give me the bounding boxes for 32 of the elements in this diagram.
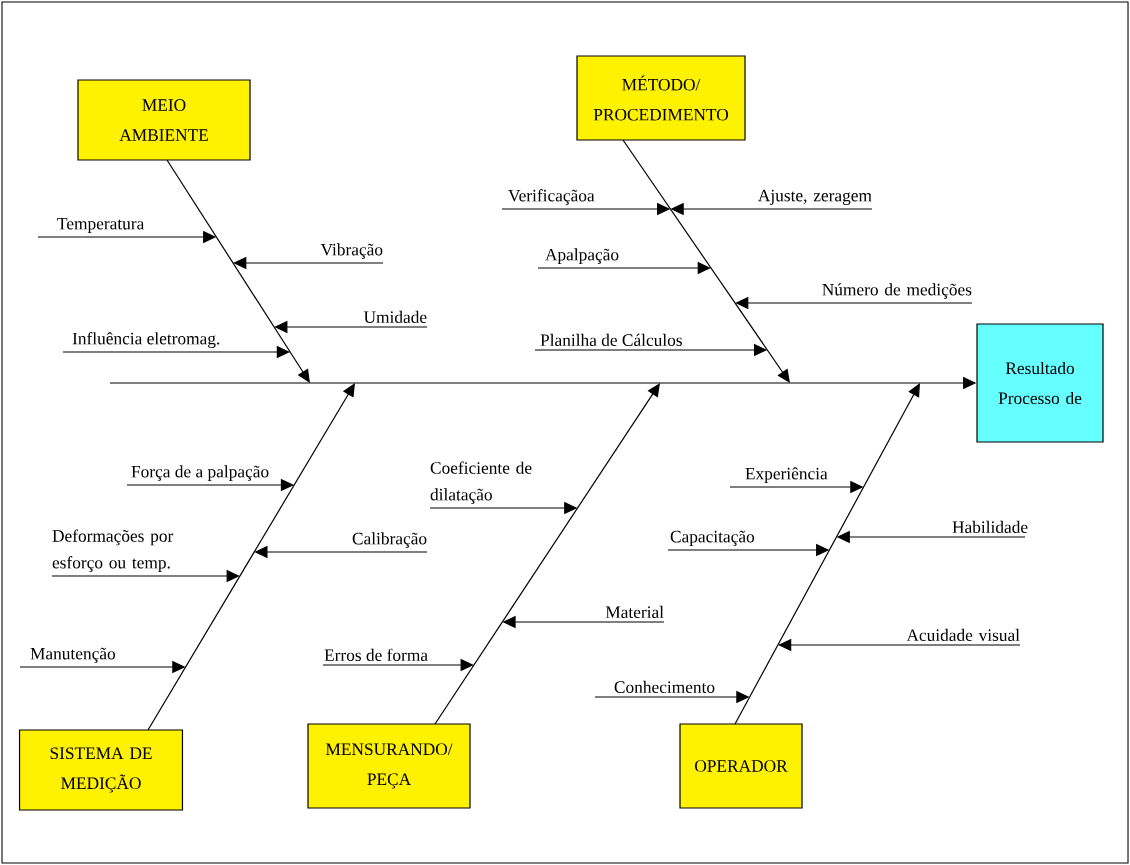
cause-label: Ajuste, zeragem bbox=[758, 189, 872, 205]
bone-arrow bbox=[622, 139, 790, 383]
cause-label: Apalpação bbox=[545, 248, 619, 264]
cause-label: Umidade bbox=[363, 310, 427, 323]
category-box: SISTEMA DE MEDIÇÃO bbox=[18, 729, 184, 811]
cause-label: Número de medições bbox=[822, 283, 972, 299]
cause-label: Material bbox=[605, 605, 664, 618]
cause-label: Habilidade bbox=[952, 520, 1028, 533]
cause-label: Calibração bbox=[352, 532, 427, 548]
cause-label: Temperatura bbox=[57, 217, 145, 233]
category-box: OPERADOR bbox=[679, 723, 803, 809]
cause-label: Deformações por esforço ou temp. bbox=[52, 529, 174, 572]
cause-label: Verificaçãoa bbox=[508, 189, 595, 205]
cause-label: Conhecimento bbox=[614, 680, 715, 693]
bone-arrow bbox=[734, 383, 920, 725]
cause-label: Coeficiente de dilatação bbox=[430, 461, 532, 504]
bone-arrow bbox=[147, 383, 355, 731]
bone-arrow bbox=[434, 383, 660, 725]
cause-label: Vibração bbox=[320, 243, 383, 259]
cause-label: Força de a palpação bbox=[131, 465, 269, 481]
cause-label: Influência eletromag. bbox=[72, 332, 220, 348]
category-box: MEIO AMBIENTE bbox=[77, 79, 251, 161]
cause-label: Erros de forma bbox=[324, 648, 428, 661]
category-box: MÉTODO/ PROCEDIMENTO bbox=[576, 55, 746, 141]
cause-label: Capacitação bbox=[670, 530, 755, 546]
cause-label: Experiência bbox=[745, 467, 828, 483]
cause-label: Planilha de Cálculos bbox=[540, 333, 682, 346]
cause-label: Manutenção bbox=[30, 647, 116, 663]
cause-label: Acuidade visual bbox=[906, 628, 1020, 641]
result-box: Resultado Processo de bbox=[976, 323, 1104, 443]
category-box: MENSURANDO/ PEÇA bbox=[307, 723, 471, 809]
bone-arrow bbox=[166, 159, 310, 383]
